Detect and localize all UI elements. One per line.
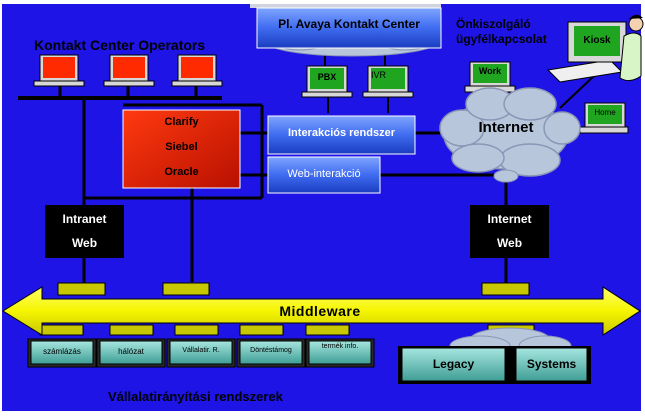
internet-web-box	[470, 205, 549, 258]
crm-oracle: Oracle	[164, 166, 199, 178]
operator-computer-2	[103, 54, 155, 87]
footer-title: Vállalatirányítási rendszerek	[108, 389, 283, 404]
web-interaction-label: Web-interakció	[287, 168, 361, 180]
legacy-label: Legacy	[432, 357, 475, 371]
pbx-computer	[301, 65, 353, 98]
middleware-arrow	[2, 286, 641, 336]
erp-decision-support: Döntéstámog	[250, 347, 292, 354]
crm-siebel: Siebel	[165, 141, 198, 153]
systems-label: Systems	[526, 357, 577, 371]
home-computer	[579, 102, 629, 134]
kiosk-illustration	[546, 14, 644, 83]
avaya-label: Pl. Avaya Kontakt Center	[278, 17, 420, 31]
middleware-label: Middleware	[279, 303, 361, 319]
work-label: Work	[478, 66, 502, 76]
operator-computer-1	[33, 54, 85, 87]
middleware-connectors	[39, 282, 535, 336]
intranet-web-label: Web	[71, 236, 98, 250]
internet-web-label: Web	[496, 236, 523, 250]
erp-billing: számlázás	[43, 347, 81, 356]
interaction-system-label: Interakciós rendszer	[288, 127, 395, 139]
operators-title: Kontakt Center Operators	[34, 37, 206, 53]
selfservice-line1: Önkiszolgáló	[456, 17, 531, 31]
home-label: Home	[594, 108, 616, 117]
pbx-label: PBX	[317, 72, 337, 82]
internet-cloud-shape	[439, 87, 581, 177]
erp-module-boxes	[27, 338, 375, 368]
internet-cloud-label: Internet	[478, 119, 534, 136]
internet-connector-ellipse	[493, 169, 519, 183]
systems-box	[515, 347, 588, 382]
crm-clarify: Clarify	[164, 116, 199, 128]
ivr-computer	[362, 65, 414, 98]
operator-computer-3	[171, 54, 223, 87]
avaya-box	[256, 7, 442, 49]
interaction-system-box	[267, 115, 416, 155]
intranet-label: Intranet	[62, 212, 107, 226]
avaya-top-edge	[250, 4, 441, 8]
internet-label: Internet	[487, 212, 532, 226]
crm-box	[122, 109, 241, 189]
legacy-box	[401, 347, 506, 382]
ivr-label: IVR	[371, 70, 387, 80]
erp-enterprise: Vállalatir. R.	[182, 347, 220, 354]
erp-product-info: termék info.	[321, 343, 359, 350]
selfservice-line2: ügyfélkapcsolat	[456, 32, 547, 46]
kiosk-label: Kiosk	[583, 35, 611, 46]
intranet-web-box	[45, 205, 124, 258]
web-interaction-box	[267, 156, 381, 194]
erp-network: hálózat	[118, 347, 144, 356]
